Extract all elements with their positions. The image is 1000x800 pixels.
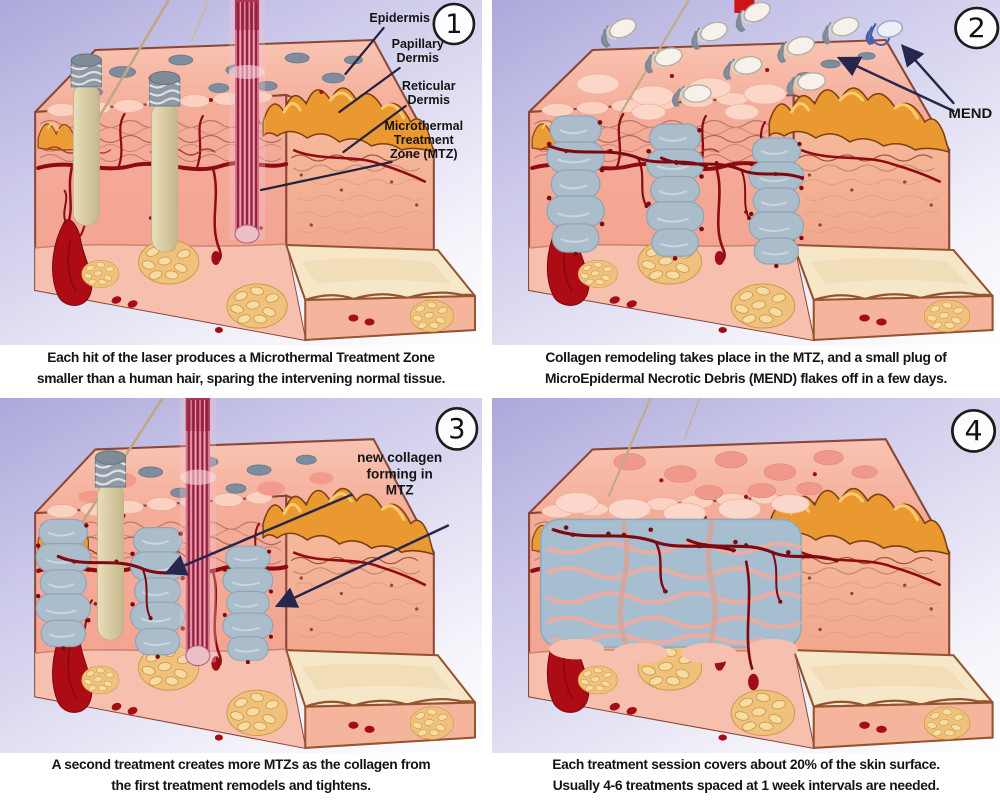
label-reticular-dermis: Reticular xyxy=(402,79,456,93)
hair-strand xyxy=(190,0,210,43)
panel-3-illustration: new collagen forming in MTZ 3 xyxy=(0,398,479,753)
caption-line: the first treatment remodels and tighten… xyxy=(111,777,371,793)
panel-2-illustration: MEND 2 xyxy=(492,0,1000,345)
panel-2-figure: MEND 2 xyxy=(492,0,1000,345)
caption-line: A second treatment creates more MTZs as … xyxy=(51,757,431,772)
panel-1-figure: Epidermis Papillary Dermis Reticular Der… xyxy=(0,0,482,345)
svg-text:Treatment: Treatment xyxy=(394,133,455,147)
caption-panel-3: A second treatment creates more MTZs as … xyxy=(0,755,482,796)
surface-bumps xyxy=(555,492,810,524)
caption-panel-1: Each hit of the laser produces a Microth… xyxy=(0,348,482,389)
vessel-drip xyxy=(744,560,754,671)
mend-label: MEND xyxy=(836,44,993,122)
surface-dots xyxy=(669,68,770,78)
svg-text:Dermis: Dermis xyxy=(396,51,439,65)
label-mtz: Microthermal xyxy=(384,119,463,133)
new-collagen-label: new collagen forming in MTZ xyxy=(164,450,450,608)
label-epidermis: Epidermis xyxy=(369,11,430,25)
hair-strand xyxy=(607,398,652,498)
svg-text:MTZ: MTZ xyxy=(386,483,414,498)
caption-line: MicroEpidermal Necrotic Debris (MEND) fl… xyxy=(544,370,947,386)
caption-line: Each treatment session covers about 20% … xyxy=(552,757,940,772)
step-number: 2 xyxy=(968,12,986,44)
remodeled-collagen-zone xyxy=(539,518,802,664)
hair-follicle xyxy=(70,52,103,227)
caption-line: smaller than a human hair, sparing the i… xyxy=(36,370,446,386)
laser-beam xyxy=(178,398,217,667)
surface-patches xyxy=(78,472,334,503)
svg-text:Zone (MTZ): Zone (MTZ) xyxy=(390,147,458,161)
label-new-collagen: new collagen xyxy=(357,450,442,465)
panel-4-illustration: 4 xyxy=(492,398,997,753)
laser-beam xyxy=(227,0,267,245)
hair-follicle xyxy=(94,449,127,642)
panel-3-figure: new collagen forming in MTZ 3 xyxy=(0,398,482,753)
svg-text:Dermis: Dermis xyxy=(408,93,451,107)
step-number: 1 xyxy=(445,9,462,40)
hair-strand xyxy=(618,0,690,117)
caption-line: Usually 4-6 treatments spaced at 1 week … xyxy=(552,777,940,793)
caption-panel-2: Collagen remodeling takes place in the M… xyxy=(492,348,1000,389)
label-mend: MEND xyxy=(949,106,993,122)
hair-strand xyxy=(683,398,701,440)
step-number: 3 xyxy=(448,414,465,445)
caption-panel-4: Each treatment session covers about 20% … xyxy=(492,755,1000,796)
surface-dots xyxy=(659,472,817,499)
mtz-columns xyxy=(545,114,805,270)
panel-4-figure: 4 xyxy=(492,398,1000,753)
label-papillary-dermis: Papillary xyxy=(392,37,444,51)
step-number: 4 xyxy=(964,415,982,448)
svg-text:forming in: forming in xyxy=(367,466,433,481)
vessel-dots xyxy=(563,525,791,555)
surface-spots xyxy=(613,450,878,501)
blood-droplet xyxy=(748,673,759,691)
panel-1-illustration: Epidermis Papillary Dermis Reticular Der… xyxy=(0,0,482,345)
anatomy-labels: Epidermis Papillary Dermis Reticular Der… xyxy=(259,11,463,192)
caption-line: Collagen remodeling takes place in the M… xyxy=(545,350,947,365)
hair-follicle xyxy=(148,70,181,254)
caption-line: Each hit of the laser produces a Microth… xyxy=(47,350,435,365)
